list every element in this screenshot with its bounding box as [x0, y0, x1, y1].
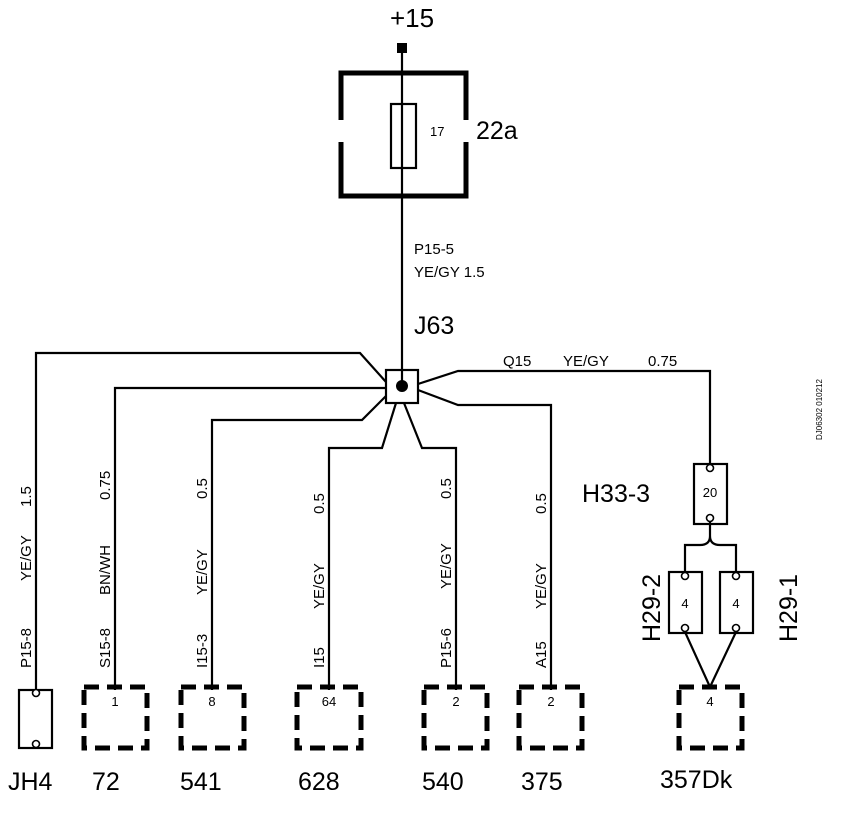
connector-628: 64: [294, 684, 364, 751]
wire-3-size: 0.5: [194, 478, 211, 499]
wire-a15: [417, 388, 553, 690]
wire-6-color: YE/GY: [533, 563, 550, 609]
connector-357dk-label: 357Dk: [660, 766, 733, 794]
wire-h33-split: [683, 522, 738, 572]
wire-6-size: 0.5: [533, 493, 550, 514]
fuse-box: 17 22a: [338, 70, 518, 199]
connector-jh4-label: JH4: [8, 768, 53, 796]
wire-4-size: 0.5: [311, 493, 328, 514]
connector-375-label: 375: [521, 768, 563, 796]
h29-2-pin: 4: [681, 596, 688, 611]
supply-terminal: [397, 43, 407, 53]
wire-4-id: I15: [311, 647, 328, 668]
connector-541: 8: [178, 684, 247, 751]
connector-540-pin: 2: [452, 694, 459, 709]
wire-1-id: P15-8: [18, 628, 35, 668]
wire-2-size: 0.75: [97, 471, 114, 500]
fuse-box-label: 22a: [476, 117, 518, 145]
wire-5-id: P15-6: [438, 628, 455, 668]
connector-375-pin: 2: [547, 694, 554, 709]
connector-72-label: 72: [92, 768, 120, 796]
wire-6-id: A15: [533, 641, 550, 668]
wire-s15-8: [113, 386, 386, 690]
branch-right-id: Q15: [503, 353, 531, 370]
supply-label: +15: [390, 3, 434, 33]
connector-jh4: [17, 688, 54, 750]
wire-1-color: YE/GY: [18, 535, 35, 581]
wire-5-color: YE/GY: [438, 543, 455, 589]
connector-540-label: 540: [422, 768, 464, 796]
wire-p15-6: [402, 402, 458, 690]
connector-h29-1: 4: [718, 570, 755, 635]
wire-4-color: YE/GY: [311, 563, 328, 609]
h29-1-pin: 4: [732, 596, 739, 611]
h29-2-label: H29-2: [638, 574, 666, 642]
wire-q15: [417, 369, 712, 466]
h33-pin: 20: [703, 485, 717, 500]
h33-label: H33-3: [582, 480, 650, 508]
connector-628-pin: 64: [322, 694, 336, 709]
wire-p15-8: [34, 351, 387, 690]
connector-h29-2: 4: [667, 570, 704, 635]
wire-1-size: 1.5: [18, 486, 35, 507]
fuse-element: [389, 102, 418, 170]
drawing-code: DJ06302 010212: [815, 379, 824, 440]
wire-5-size: 0.5: [438, 478, 455, 499]
wire-2-id: S15-8: [97, 628, 114, 668]
connector-357dk-pin: 4: [706, 694, 713, 709]
branch-right-color: YE/GY: [563, 353, 609, 370]
feed-wire-id: P15-5: [414, 241, 454, 258]
connector-541-pin: 8: [208, 694, 215, 709]
branch-right-size: 0.75: [648, 353, 677, 370]
connector-72-pin: 1: [111, 694, 118, 709]
wire-h29-merge: [683, 631, 737, 690]
wire-i15-3: [210, 395, 387, 690]
connector-h33-3: 20: [692, 462, 729, 526]
wire-i15: [327, 402, 398, 690]
connector-375: 2: [516, 684, 585, 751]
connector-357dk: 4: [676, 684, 745, 751]
h29-1-label: H29-1: [775, 574, 803, 642]
connector-628-label: 628: [298, 768, 340, 796]
connector-72: 1: [81, 684, 150, 751]
wire-3-id: I15-3: [194, 634, 211, 668]
wire-3-color: YE/GY: [194, 549, 211, 595]
fuse-number: 17: [430, 124, 444, 139]
wire-2-color: BN/WH: [97, 545, 114, 595]
connector-541-label: 541: [180, 768, 222, 796]
feed-wire-spec: YE/GY 1.5: [414, 264, 485, 281]
connector-540: 2: [421, 684, 490, 751]
junction-label: J63: [414, 312, 454, 340]
